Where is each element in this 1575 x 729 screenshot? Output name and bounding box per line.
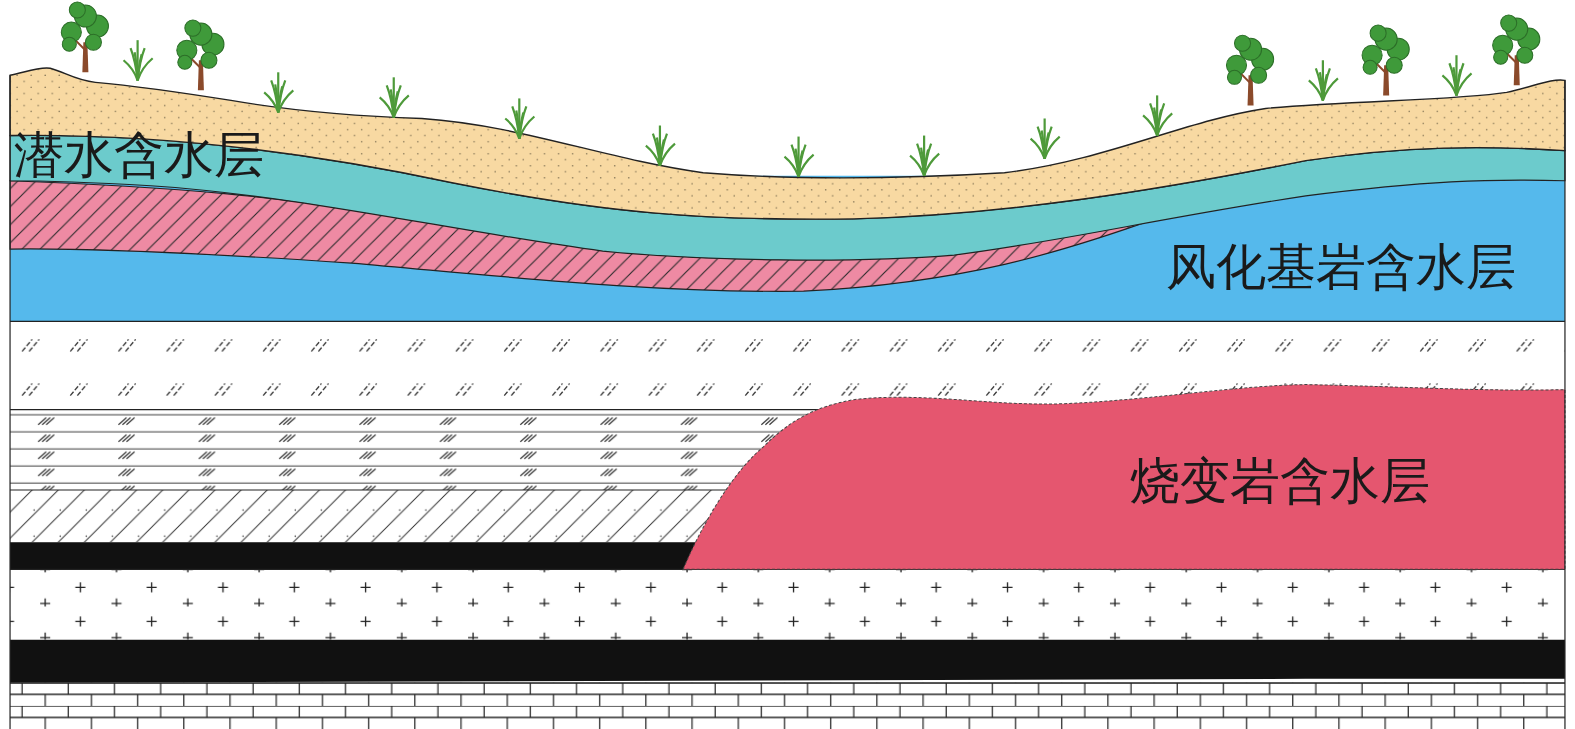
grass-icon bbox=[910, 136, 939, 176]
layer-name: 风化基岩含水层 bbox=[1166, 240, 1516, 295]
grass-icon bbox=[505, 98, 534, 138]
grass-icon bbox=[784, 137, 813, 177]
grass-icon bbox=[646, 126, 675, 166]
grass-icon bbox=[1143, 95, 1172, 135]
tree-icon bbox=[1493, 15, 1540, 85]
grass-icon bbox=[1309, 60, 1338, 100]
tree-icon bbox=[177, 20, 224, 90]
aquifer-label-region: 风化基岩含水层 bbox=[1166, 240, 1516, 295]
grass-icon bbox=[380, 77, 409, 117]
grass-icon bbox=[1442, 55, 1471, 95]
layer-name: 潜水含水层 bbox=[14, 128, 264, 183]
layer-name: 烧变岩含水层 bbox=[1130, 454, 1430, 509]
grass-icon bbox=[264, 72, 293, 112]
aquifer-label-region: 潜水含水层 bbox=[14, 128, 264, 183]
aquifer-label-region: 烧变岩含水层 bbox=[1130, 454, 1430, 509]
tree-icon bbox=[61, 2, 108, 72]
grass-icon bbox=[124, 40, 153, 80]
grass-icon bbox=[1031, 118, 1060, 158]
tree-icon bbox=[1226, 35, 1273, 105]
tree-icon bbox=[1362, 25, 1409, 95]
